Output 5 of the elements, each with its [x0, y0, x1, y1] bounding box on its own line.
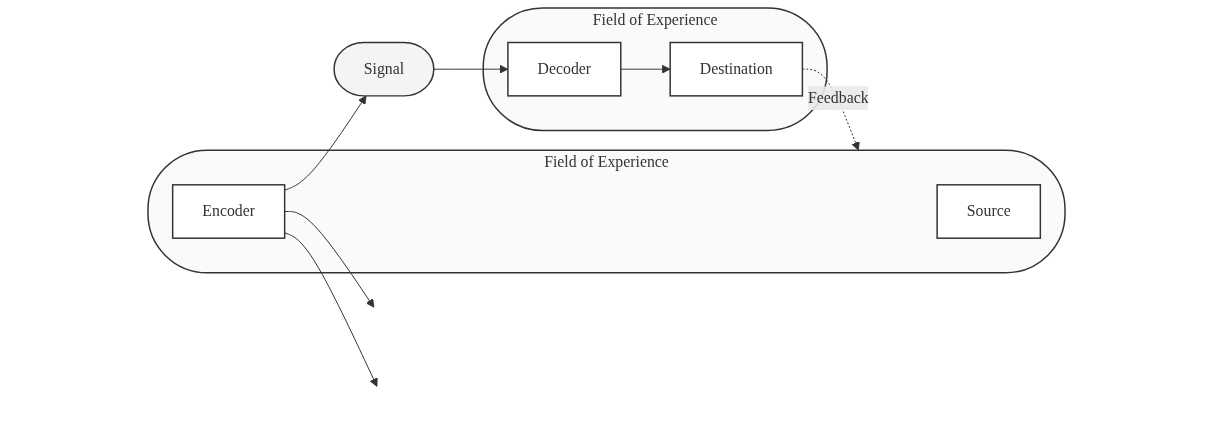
edge-label: Feedback	[808, 89, 869, 107]
node-box: Source	[936, 184, 1042, 239]
node-box: Destination	[669, 41, 804, 97]
node-box: Encoder	[171, 184, 286, 239]
node-box: Decoder	[507, 41, 622, 97]
